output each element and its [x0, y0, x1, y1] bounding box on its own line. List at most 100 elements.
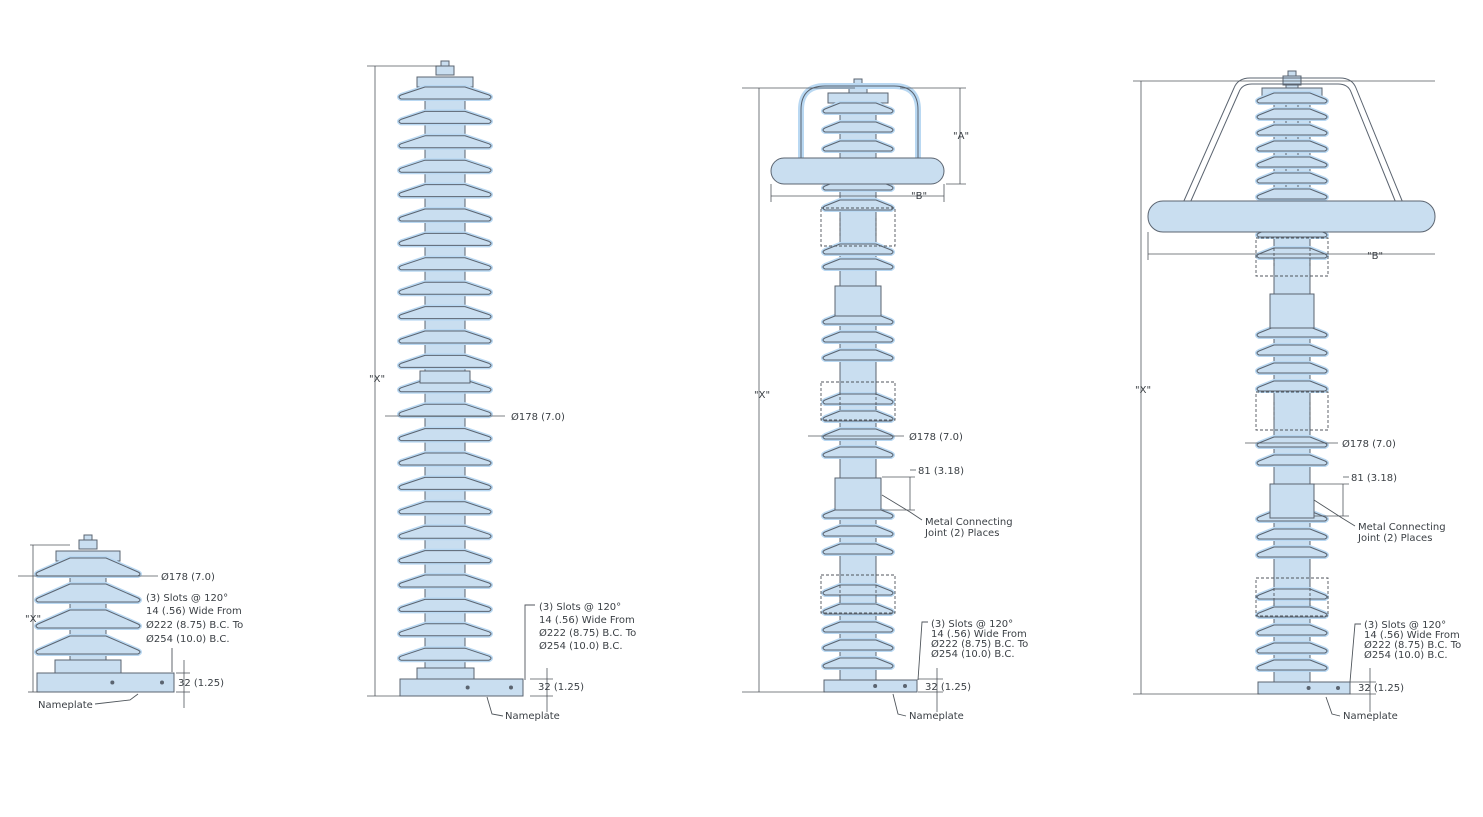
- weather-shed: [822, 243, 894, 255]
- slots-note-line-1: (3) Slots @ 120°: [931, 619, 1013, 630]
- weather-shed: [398, 159, 492, 173]
- weather-shed: [1256, 326, 1328, 338]
- slots-note-line-2: 14 (.56) Wide From: [146, 606, 242, 617]
- nameplate-label: Nameplate: [38, 700, 93, 711]
- joint-note-line-2: Joint (2) Places: [1357, 533, 1432, 544]
- base-bolt: [903, 684, 907, 688]
- weather-shed: [1256, 362, 1328, 374]
- nameplate-label: Nameplate: [505, 711, 560, 722]
- weather-shed: [1256, 528, 1328, 540]
- base-bolt: [1306, 686, 1311, 690]
- weather-shed: [398, 623, 492, 637]
- diameter-label: Ø178 (7.0): [511, 411, 565, 423]
- break-section: [1255, 577, 1329, 617]
- weather-shed: [822, 525, 894, 537]
- weather-shed: [822, 393, 894, 405]
- base-height-label: 32 (1.25): [538, 682, 584, 693]
- weather-shed: [35, 557, 141, 577]
- grading-ring: [1147, 200, 1436, 233]
- weather-shed: [822, 349, 894, 361]
- weather-shed: [822, 584, 894, 596]
- arrester-ring-small-drawing: "X" "A" "B" Ø178 (7.0) 81 (3.18) Metal C…: [742, 78, 1028, 722]
- break-section: [820, 381, 896, 421]
- weather-shed: [398, 330, 492, 344]
- joint-dimension-label: 81 (3.18): [918, 466, 964, 477]
- weather-shed: [398, 354, 492, 368]
- terminal-stud: [1287, 70, 1297, 77]
- weather-shed: [1256, 188, 1328, 200]
- slots-note-line-2: 14 (.56) Wide From: [931, 629, 1027, 640]
- weather-shed: [398, 86, 492, 100]
- weather-shed: [1256, 436, 1328, 448]
- arrester-tall-body: [397, 60, 524, 697]
- weather-shed: [822, 543, 894, 555]
- weather-shed: [398, 257, 492, 271]
- line-terminal: [435, 65, 455, 76]
- height-label: "X": [369, 374, 385, 385]
- weather-shed: [822, 102, 894, 114]
- weather-shed: [1256, 546, 1328, 558]
- weather-shed: [822, 657, 894, 669]
- weather-shed: [398, 452, 492, 466]
- weather-shed: [1256, 344, 1328, 356]
- nameplate-label: Nameplate: [909, 711, 964, 722]
- height-label: "X": [1135, 385, 1151, 396]
- weather-shed: [1256, 642, 1328, 654]
- metal-joint: [1269, 293, 1315, 329]
- weather-shed: [398, 598, 492, 612]
- slots-note-line-3: Ø222 (8.75) B.C. To: [146, 619, 243, 631]
- base-bolt: [509, 685, 513, 690]
- mounting-base: [1257, 681, 1351, 695]
- joint-note-line-2: Joint (2) Places: [924, 528, 999, 539]
- base-bolt: [110, 680, 115, 685]
- slots-note-line-3: Ø222 (8.75) B.C. To: [539, 627, 636, 639]
- arrester-ring-large-drawing: "X" "B" Ø178 (7.0) 81 (3.18) Metal Conne…: [1133, 70, 1461, 722]
- slots-note-line-3: Ø222 (8.75) B.C. To: [931, 638, 1028, 650]
- weather-shed: [822, 446, 894, 458]
- break-section: [1255, 391, 1329, 431]
- slots-note-line-1: (3) Slots @ 120°: [146, 593, 228, 604]
- weather-shed: [1256, 156, 1328, 168]
- base-height-label: 32 (1.25): [1358, 683, 1404, 694]
- weather-shed: [1256, 92, 1328, 104]
- slots-note-line-4: Ø254 (10.0) B.C.: [539, 640, 623, 652]
- joint-note-line-1: Metal Connecting: [1358, 522, 1446, 533]
- weather-shed: [398, 184, 492, 198]
- weather-shed: [1256, 172, 1328, 184]
- weather-shed: [1256, 454, 1328, 466]
- metal-joint: [834, 285, 882, 317]
- nameplate-label: Nameplate: [1343, 711, 1398, 722]
- base-bolt: [160, 680, 164, 685]
- weather-shed: [822, 258, 894, 270]
- diameter-label: Ø178 (7.0): [1342, 438, 1396, 450]
- arrester-ring-large-body: [1255, 70, 1351, 695]
- grading-ring: [770, 157, 945, 185]
- base-height-label: 32 (1.25): [178, 678, 224, 689]
- weather-shed: [35, 635, 141, 655]
- ring-width-label: "B": [911, 191, 927, 202]
- weather-shed: [398, 110, 492, 124]
- base-height-label: 32 (1.25): [925, 682, 971, 693]
- weather-shed: [822, 410, 894, 422]
- weather-shed: [398, 476, 492, 490]
- ring-bracket: [1182, 77, 1404, 204]
- weather-shed: [1256, 124, 1328, 136]
- weather-shed: [1256, 659, 1328, 671]
- weather-shed: [822, 621, 894, 633]
- arrester-short-drawing: "X" Ø178 (7.0) (3) Slots @ 120° 14 (.56)…: [18, 534, 243, 711]
- weather-shed: [398, 208, 492, 222]
- weather-shed: [398, 647, 492, 661]
- break-section: [820, 207, 896, 247]
- weather-shed: [398, 428, 492, 442]
- weather-shed: [1256, 380, 1328, 392]
- diameter-label: Ø178 (7.0): [161, 571, 215, 583]
- weather-shed: [398, 403, 492, 417]
- ring-height-label: "A": [953, 131, 969, 142]
- ring-bracket: [800, 85, 919, 160]
- weather-shed: [1256, 588, 1328, 600]
- base-flange: [416, 667, 475, 681]
- base-bolt: [465, 685, 470, 690]
- slots-note-line-1: (3) Slots @ 120°: [1364, 620, 1446, 631]
- arrester-tall-drawing: "X" Ø178 (7.0) (3) Slots @ 120° 14 (.56)…: [367, 60, 636, 722]
